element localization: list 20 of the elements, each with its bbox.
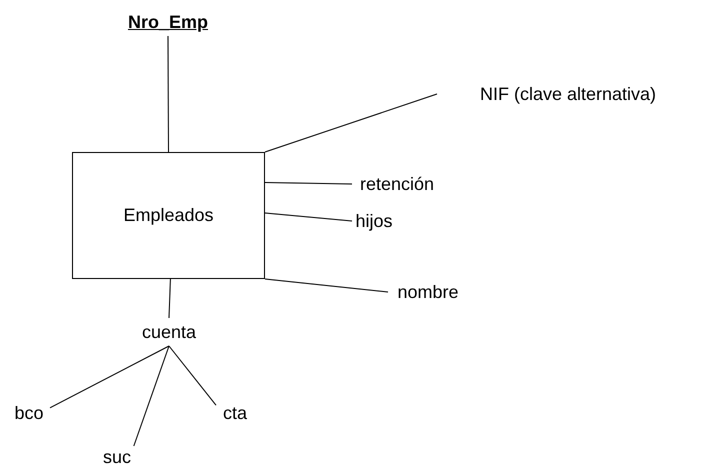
connector-line [168, 36, 169, 152]
connector-line [168, 278, 171, 318]
entity-name: Empleados [123, 205, 214, 226]
connector-line [50, 346, 170, 408]
attribute-label: nombre [388, 279, 468, 305]
connector-line [264, 94, 438, 152]
connector-line [168, 346, 216, 406]
connector-line [264, 182, 352, 184]
connector-line [264, 278, 388, 292]
attribute-label: cta [216, 400, 254, 426]
attribute-label: suc [96, 446, 138, 468]
attribute-label: NIF (clave alternativa) [437, 81, 699, 107]
attribute-label: cuenta [126, 318, 212, 346]
connector-line [133, 346, 170, 446]
entity-box [72, 152, 265, 279]
attribute-label: bco [8, 400, 50, 426]
connector-line [264, 212, 352, 222]
attribute-label: hijos [352, 208, 396, 234]
attribute-label: retención [352, 171, 442, 197]
attribute-label: Nro_Emp [120, 8, 216, 36]
